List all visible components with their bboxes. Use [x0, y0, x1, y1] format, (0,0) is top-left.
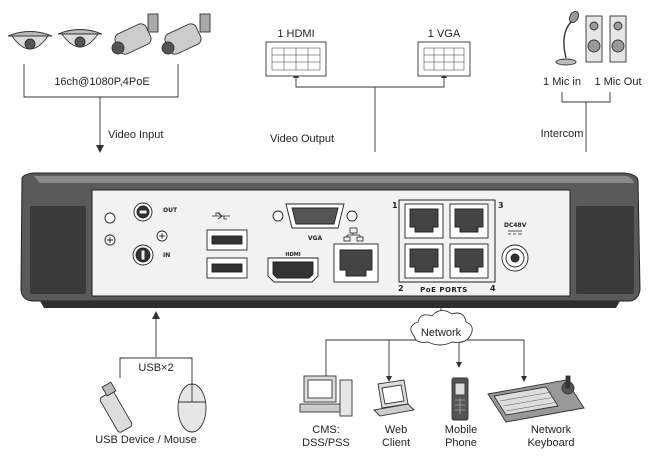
poe-ports-group [398, 199, 496, 283]
mobile-phone-label-line1: Mobile [444, 424, 478, 436]
vga-port[interactable] [272, 203, 358, 229]
lan-port[interactable] [333, 243, 379, 283]
web-client-label-line1: Web [384, 424, 408, 436]
dc-polarity-icon [508, 230, 522, 235]
power-jack[interactable] [501, 244, 529, 272]
usb-port-bottom[interactable] [206, 257, 248, 279]
audio-in-jack[interactable] [132, 244, 154, 266]
poe-port-4-number: 4 [490, 284, 496, 293]
hdmi-monitor-label: 1 HDMI [277, 28, 315, 40]
network-cloud-icon [410, 310, 473, 346]
microphone-icon [555, 10, 580, 66]
usb-flash-drive-icon [99, 381, 133, 433]
dome-camera-icon [57, 29, 103, 48]
monitor-bracket-line [295, 78, 445, 88]
video-output-label: Video Output [270, 133, 335, 145]
dome-camera-icon [7, 31, 53, 50]
vga-monitor-icon [417, 41, 471, 77]
mouse-icon [177, 383, 207, 433]
phone-arrow [456, 362, 462, 368]
video-input-arrow [96, 145, 104, 153]
audio-out-jack[interactable] [133, 202, 153, 222]
usb-arrow [152, 311, 160, 319]
ground-screw-icon [104, 212, 168, 246]
vga-port-label: VGA [307, 235, 323, 242]
audio-bracket-line [561, 92, 611, 103]
network-symbol-icon [343, 227, 364, 242]
web-client-label-line2: Client [381, 437, 411, 449]
audio-out-label: OUT [163, 207, 178, 214]
keyboard-arrow [521, 376, 527, 382]
poe-port-3-number: 3 [498, 201, 504, 210]
hdmi-monitor-icon [265, 41, 327, 77]
network-keyboard-label-line1: Network [530, 424, 572, 436]
usb-device-label: USB Device / Mouse [95, 434, 197, 446]
web-arrow [386, 376, 392, 382]
camera-spec-label: 16ch@1080P,4PoE [54, 76, 150, 88]
network-keyboard-icon [487, 375, 585, 423]
network-top-line [325, 339, 524, 378]
mobile-phone-label-line2: Phone [445, 437, 477, 449]
network-label: Network [420, 327, 462, 339]
poe-port-1[interactable] [404, 203, 444, 239]
bullet-camera-icon [161, 13, 211, 55]
hdmi-port[interactable] [267, 257, 319, 283]
mobile-phone-icon [451, 377, 469, 421]
cms-label-line2: DSS/PSS [302, 437, 350, 449]
hdmi-port-label: HDMI [285, 252, 301, 258]
usb-bracket-line [119, 357, 193, 384]
poe-port-3[interactable] [449, 203, 489, 239]
bullet-camera-icon [111, 13, 159, 55]
mic-in-label: 1 Mic in [543, 76, 581, 88]
poe-port-1-number: 1 [392, 201, 398, 210]
network-keyboard-label-line2: Keyboard [527, 437, 575, 449]
camera-bracket-line [23, 64, 179, 98]
poe-port-2[interactable] [404, 243, 444, 279]
cms-computer-icon [299, 375, 353, 417]
intercom-label: Intercom [540, 128, 584, 140]
usb-symbol-icon [212, 212, 230, 220]
speaker-icon [585, 15, 627, 63]
vga-monitor-label: 1 VGA [427, 28, 461, 40]
video-input-label: Video Input [108, 129, 164, 141]
audio-in-label: IN [163, 252, 171, 259]
poe-ports-label: PoE PORTS [420, 286, 468, 294]
mic-out-label: 1 Mic Out [594, 76, 642, 88]
cms-label-line1: CMS: [312, 424, 340, 436]
poe-port-2-number: 2 [398, 284, 404, 293]
poe-port-4[interactable] [449, 243, 489, 279]
laptop-icon [373, 379, 415, 417]
usb-count-label: USB×2 [138, 362, 174, 374]
power-voltage-label: DC48V [504, 222, 527, 229]
usb-port-top[interactable] [206, 229, 248, 251]
